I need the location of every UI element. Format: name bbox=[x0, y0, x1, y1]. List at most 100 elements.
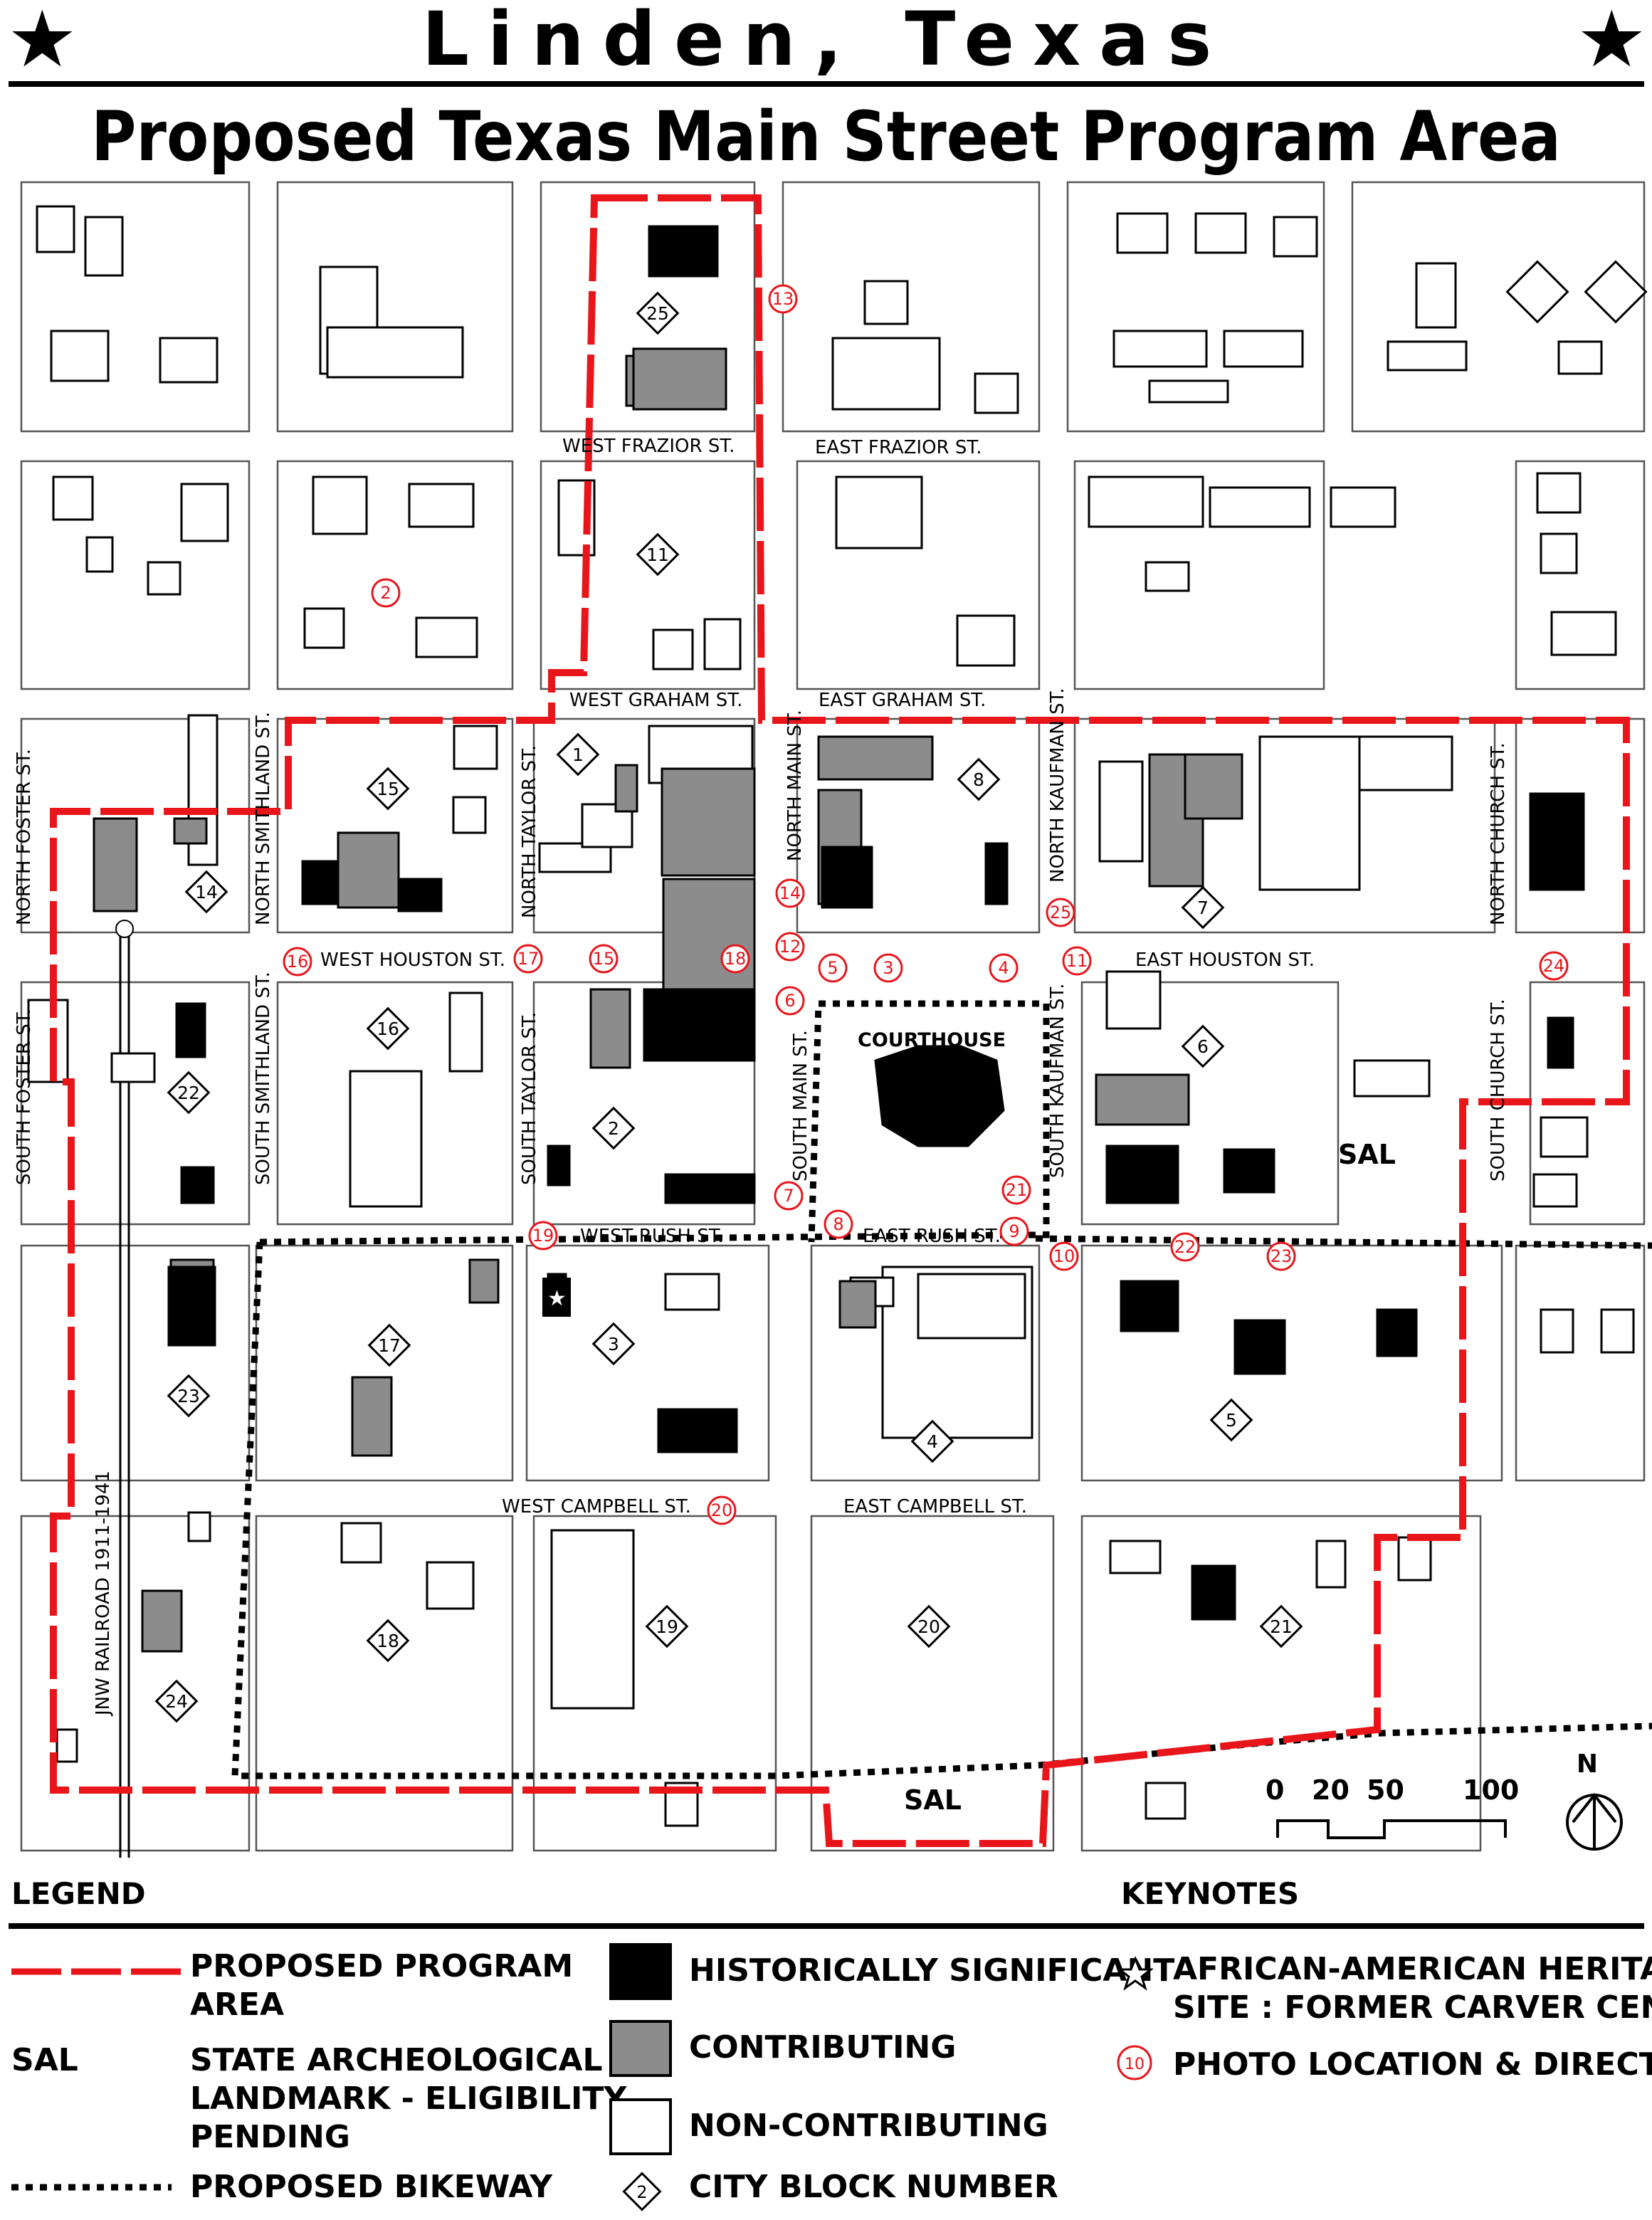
svg-text:5: 5 bbox=[1226, 1410, 1237, 1431]
svg-text:22: 22 bbox=[1174, 1237, 1196, 1257]
legend-contributing-swatch bbox=[609, 2020, 672, 2077]
block-marker: 11 bbox=[636, 533, 679, 576]
svg-text:50: 50 bbox=[1367, 1774, 1404, 1806]
svg-text:3: 3 bbox=[883, 958, 893, 978]
svg-text:17: 17 bbox=[378, 1335, 401, 1356]
svg-text:25: 25 bbox=[1050, 903, 1072, 922]
svg-text:11: 11 bbox=[646, 545, 669, 565]
map-header: ★ Linden, Texas ★ Proposed Texas Main St… bbox=[0, 0, 1652, 178]
svg-text:11: 11 bbox=[1066, 951, 1088, 971]
heritage-star-icon: ★ bbox=[547, 1286, 567, 1311]
block-marker: 8 bbox=[957, 758, 1000, 801]
block-marker: 7 bbox=[1182, 886, 1224, 929]
city-blocks bbox=[20, 181, 1646, 1852]
street-west-graham: WEST GRAHAM ST. bbox=[569, 690, 742, 711]
street-west-rush: WEST RUSH ST. bbox=[580, 1226, 724, 1247]
svg-text:21: 21 bbox=[1006, 1180, 1028, 1200]
star-icon-right: ★ bbox=[1577, 0, 1647, 85]
svg-text:0: 0 bbox=[1266, 1774, 1284, 1806]
street-west-frazior: WEST FRAZIOR ST. bbox=[562, 436, 735, 457]
sal-label-east: SAL bbox=[1338, 1139, 1396, 1170]
legend-non-contributing: NON-CONTRIBUTING bbox=[689, 2108, 1048, 2144]
legend-historic-swatch bbox=[609, 1943, 672, 2000]
railroad-label: JNW RAILROAD 1911-1941 bbox=[93, 1471, 114, 1717]
railroad bbox=[110, 920, 156, 1858]
svg-text:8: 8 bbox=[973, 769, 984, 790]
program-area-map: WEST FRAZIOR ST. EAST FRAZIOR ST. WEST G… bbox=[14, 181, 1652, 1858]
street-south-smithland: SOUTH SMITHLAND ST. bbox=[253, 972, 274, 1185]
block-marker: 2 bbox=[592, 1107, 635, 1150]
street-labels: WEST FRAZIOR ST. EAST FRAZIOR ST. WEST G… bbox=[14, 436, 1509, 1717]
street-east-frazior: EAST FRAZIOR ST. bbox=[815, 437, 982, 458]
street-west-campbell: WEST CAMPBELL ST. bbox=[502, 1496, 691, 1517]
svg-text:9: 9 bbox=[1009, 1221, 1019, 1241]
legend-heritage-line2: SITE : FORMER CARVER CENTER bbox=[1173, 1989, 1652, 2026]
carver-center-building bbox=[542, 1278, 571, 1317]
svg-text:23: 23 bbox=[1270, 1246, 1293, 1266]
block-marker: 24 bbox=[155, 1680, 198, 1722]
street-north-kaufman: NORTH KAUFMAN ST. bbox=[1047, 688, 1068, 883]
svg-text:2: 2 bbox=[380, 583, 391, 603]
svg-text:20: 20 bbox=[917, 1616, 940, 1637]
block-marker: 16 bbox=[367, 1007, 409, 1050]
block-marker: 21 bbox=[1260, 1605, 1303, 1648]
street-north-smithland: NORTH SMITHLAND ST. bbox=[253, 712, 274, 925]
street-north-foster: NORTH FOSTER ST. bbox=[14, 749, 35, 925]
svg-text:5: 5 bbox=[827, 958, 838, 978]
legend-sal-line3: PENDING bbox=[190, 2119, 350, 2155]
block-marker: 1 bbox=[557, 733, 599, 776]
svg-text:3: 3 bbox=[608, 1334, 619, 1354]
svg-text:N: N bbox=[1577, 1750, 1598, 1779]
svg-text:8: 8 bbox=[833, 1214, 843, 1234]
sal-label-south: SAL bbox=[904, 1784, 962, 1816]
svg-text:22: 22 bbox=[177, 1083, 200, 1103]
legend-heading: LEGEND bbox=[11, 1876, 146, 1911]
svg-text:18: 18 bbox=[377, 1631, 399, 1651]
svg-text:14: 14 bbox=[779, 883, 801, 903]
block-marker: 20 bbox=[907, 1605, 950, 1648]
svg-text:15: 15 bbox=[377, 779, 399, 799]
historic-buildings bbox=[167, 225, 1585, 1621]
svg-text:6: 6 bbox=[784, 991, 795, 1011]
scale-bar: 0 20 50 100 bbox=[1266, 1774, 1519, 1839]
street-north-church: NORTH CHURCH ST. bbox=[1488, 742, 1509, 925]
legend-heritage-star-icon bbox=[1117, 1956, 1153, 1991]
svg-text:1: 1 bbox=[572, 745, 584, 765]
map-title: Linden, Texas bbox=[421, 0, 1231, 83]
svg-text:20: 20 bbox=[711, 1500, 733, 1520]
svg-text:100: 100 bbox=[1463, 1774, 1519, 1806]
legend-photo-marker-icon: 10 bbox=[1117, 2045, 1152, 2080]
block-marker: 15 bbox=[367, 767, 409, 810]
block-marker: 25 bbox=[636, 292, 679, 335]
svg-text:16: 16 bbox=[287, 952, 309, 972]
svg-text:2: 2 bbox=[608, 1118, 619, 1139]
street-east-houston: EAST HOUSTON ST. bbox=[1135, 949, 1315, 971]
svg-text:24: 24 bbox=[165, 1691, 188, 1712]
non-contributing-buildings bbox=[27, 205, 1648, 1827]
street-south-foster: SOUTH FOSTER ST. bbox=[14, 1009, 35, 1185]
svg-text:16: 16 bbox=[377, 1019, 399, 1038]
block-markers: 25 11 15 1 8 7 14 16 2 6 22 17 3 23 4 5 … bbox=[155, 292, 1303, 1722]
svg-text:13: 13 bbox=[772, 289, 794, 309]
svg-text:6: 6 bbox=[1197, 1036, 1209, 1057]
bikeway-line bbox=[231, 1000, 1652, 1779]
svg-text:14: 14 bbox=[195, 882, 218, 903]
street-north-taylor: NORTH TAYLOR ST. bbox=[519, 745, 540, 918]
svg-text:23: 23 bbox=[177, 1386, 200, 1406]
block-marker: 4 bbox=[911, 1420, 954, 1463]
svg-text:2: 2 bbox=[636, 2182, 647, 2202]
street-south-kaufman: SOUTH KAUFMAN ST. bbox=[1047, 983, 1068, 1178]
block-marker: 14 bbox=[185, 870, 228, 913]
svg-text:15: 15 bbox=[593, 949, 615, 969]
svg-text:24: 24 bbox=[1543, 956, 1565, 976]
svg-text:10: 10 bbox=[1125, 2056, 1145, 2073]
street-west-houston: WEST HOUSTON ST. bbox=[320, 949, 505, 971]
legend-sal-line1: STATE ARCHEOLOGICAL bbox=[190, 2042, 603, 2078]
svg-text:7: 7 bbox=[1197, 898, 1209, 918]
svg-text:4: 4 bbox=[927, 1431, 938, 1452]
legend-bikeway: PROPOSED BIKEWAY bbox=[190, 2169, 553, 2205]
svg-text:12: 12 bbox=[779, 937, 801, 957]
svg-text:16: 16 bbox=[377, 1019, 399, 1039]
legend-program-area-line1: PROPOSED PROGRAM bbox=[190, 1948, 574, 1984]
courthouse-label: COURTHOUSE bbox=[858, 1029, 1006, 1051]
